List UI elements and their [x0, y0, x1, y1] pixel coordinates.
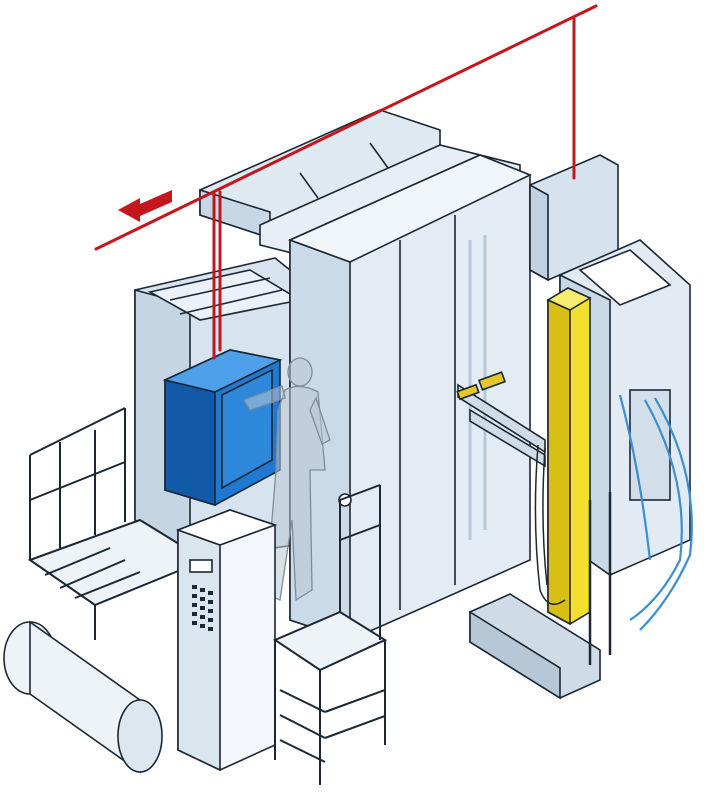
arrow-left-icon: [118, 190, 172, 222]
reciprocator-cable-chain: [534, 444, 566, 605]
gun-arms: [456, 371, 546, 468]
powder-hoses: [618, 394, 693, 631]
recovery-duct: [3, 620, 163, 774]
booth-central-cabinet: [287, 154, 532, 642]
keypad: [192, 585, 213, 631]
conveyor: [94, 4, 598, 360]
reciprocator: [546, 287, 592, 626]
control-cabinet: [175, 509, 278, 772]
base-rail: [469, 492, 612, 700]
operator-figure: [243, 357, 331, 602]
front-steps: [272, 484, 388, 785]
